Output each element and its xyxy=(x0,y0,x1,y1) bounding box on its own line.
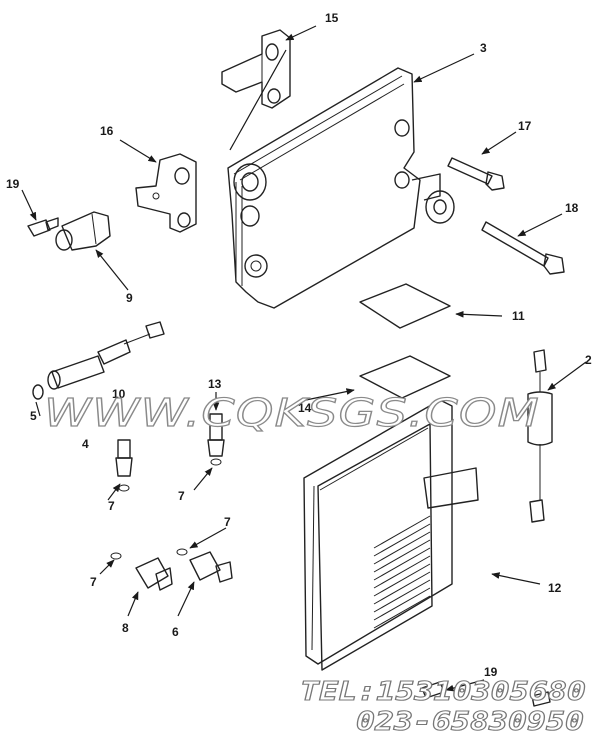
sensor-part-4 xyxy=(47,321,165,390)
bolt-part-18 xyxy=(481,221,565,275)
callout-17: 17 xyxy=(518,119,532,133)
callout-18: 18 xyxy=(565,201,579,215)
bolt-part-17 xyxy=(447,157,505,191)
callout-15: 15 xyxy=(325,11,339,25)
callout-9: 9 xyxy=(126,291,133,305)
sensor-part-6 xyxy=(176,548,233,583)
bracket-part-16 xyxy=(135,153,197,233)
ecm-housing-part-12 xyxy=(303,399,479,671)
gasket-part-11 xyxy=(359,283,451,329)
housing-vent-grille xyxy=(373,515,431,629)
sensor-part-8 xyxy=(110,552,173,591)
callout-12: 12 xyxy=(548,581,562,595)
callout-7-a: 7 xyxy=(108,499,115,513)
callout-11: 11 xyxy=(512,309,525,323)
bracket-part-15 xyxy=(221,29,291,109)
callout-7-d: 7 xyxy=(90,575,97,589)
callout-5: 5 xyxy=(30,409,37,423)
watermark-site: WWW.CQKSGS.COM xyxy=(44,391,540,435)
leader-lines xyxy=(21,25,587,692)
pad-part-14 xyxy=(359,355,451,399)
mounting-plate-part-3 xyxy=(227,67,421,309)
spacer-bushing xyxy=(411,173,455,224)
watermark-tel: TEL:15310305680 xyxy=(300,677,586,707)
callout-19-bottom: 19 xyxy=(484,665,498,679)
callout-3: 3 xyxy=(480,41,487,55)
sensor-part-13 xyxy=(207,413,225,466)
screw-part-19-top xyxy=(27,217,59,237)
callout-10: 10 xyxy=(112,387,126,401)
o-ring-part-5 xyxy=(32,384,44,400)
callout-8: 8 xyxy=(122,621,129,635)
watermark-phone: 023-65830950 xyxy=(356,707,584,737)
callout-7-c: 7 xyxy=(224,515,231,529)
callout-13: 13 xyxy=(208,377,222,391)
screw-part-19-bottom xyxy=(421,681,551,707)
harness-fuse-part-2 xyxy=(527,349,553,523)
callout-2: 2 xyxy=(585,353,592,367)
callout-4: 4 xyxy=(82,437,89,451)
callout-7-b: 7 xyxy=(178,489,185,503)
callout-14: 14 xyxy=(298,401,312,415)
sensor-part-9 xyxy=(55,211,111,251)
callout-6: 6 xyxy=(172,625,179,639)
sensor-left-small xyxy=(115,439,133,492)
callout-19-top: 19 xyxy=(6,177,20,191)
callout-labels: 15 3 16 17 19 18 9 11 2 13 10 14 5 4 7 7… xyxy=(6,11,592,679)
callout-16: 16 xyxy=(100,124,114,138)
